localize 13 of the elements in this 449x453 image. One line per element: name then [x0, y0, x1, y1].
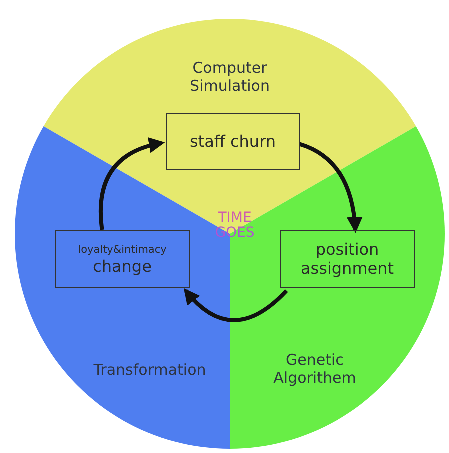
sector-title: Genetic Algorithem: [272, 351, 358, 387]
curved-arrow: [99, 138, 166, 230]
process-box: [55, 230, 190, 288]
box-text: staff churn: [190, 132, 276, 151]
curved-arrow: [184, 288, 288, 322]
process-box: [166, 113, 300, 170]
sector-title: Transformation: [92, 361, 208, 379]
box-text: change: [93, 256, 152, 276]
curved-arrow: [299, 142, 363, 234]
box-text: position assignment: [300, 240, 396, 278]
process-box: [280, 230, 415, 288]
box-text: loyalty&intimacy: [78, 242, 167, 256]
sector-title: Computer Simulation: [189, 59, 271, 95]
